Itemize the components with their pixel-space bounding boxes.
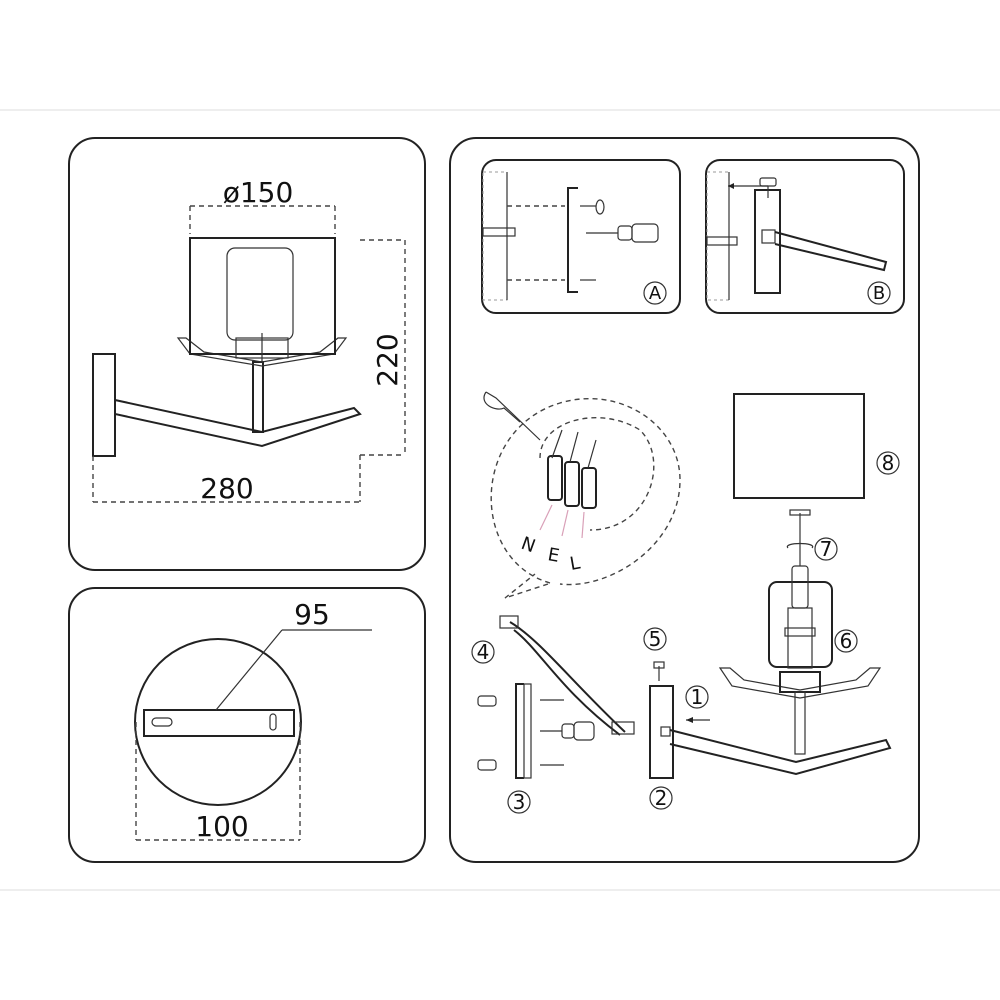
lamp-shade [733, 393, 865, 499]
detail-a: A [481, 159, 681, 314]
detail-b: B [705, 159, 905, 314]
height-label: 220 [371, 333, 404, 386]
step-1-number: 1 [691, 685, 704, 709]
detail-a-label: A [649, 283, 662, 304]
wire-label-earth: E [546, 544, 561, 567]
step-1-2-5-assembly: 5 2 1 [643, 627, 892, 810]
step-7-number: 7 [820, 537, 833, 561]
plate-diameter-label: 100 [195, 810, 248, 843]
step-2-number: 2 [655, 786, 668, 810]
step-3-bracket: 3 [477, 683, 595, 814]
step-6-number: 6 [840, 629, 853, 653]
dimensions-panel: ø150 220 280 [68, 137, 426, 571]
installation-panel: A B [449, 137, 920, 863]
wall-plate-panel: 95 100 [68, 587, 426, 863]
wire-label-neutral: N [518, 533, 538, 557]
screw-spacing-label: 95 [294, 598, 330, 631]
ceiling-plate-circle [134, 638, 302, 806]
step-8-number: 8 [882, 451, 895, 475]
detail-b-label: B [873, 283, 885, 304]
step-4-number: 4 [477, 640, 490, 664]
step-5-number: 5 [649, 627, 662, 651]
step-3-number: 3 [513, 790, 526, 814]
length-label: 280 [200, 472, 253, 505]
step-4-wiring: 4 [471, 615, 635, 736]
shade-diameter-label: ø150 [223, 176, 294, 209]
wire-label-live: L [568, 553, 582, 575]
step-6-7-8-assembly: 8 7 6 [718, 393, 900, 755]
mounting-bracket [143, 709, 295, 737]
wiring-callout: N E L [483, 391, 681, 599]
